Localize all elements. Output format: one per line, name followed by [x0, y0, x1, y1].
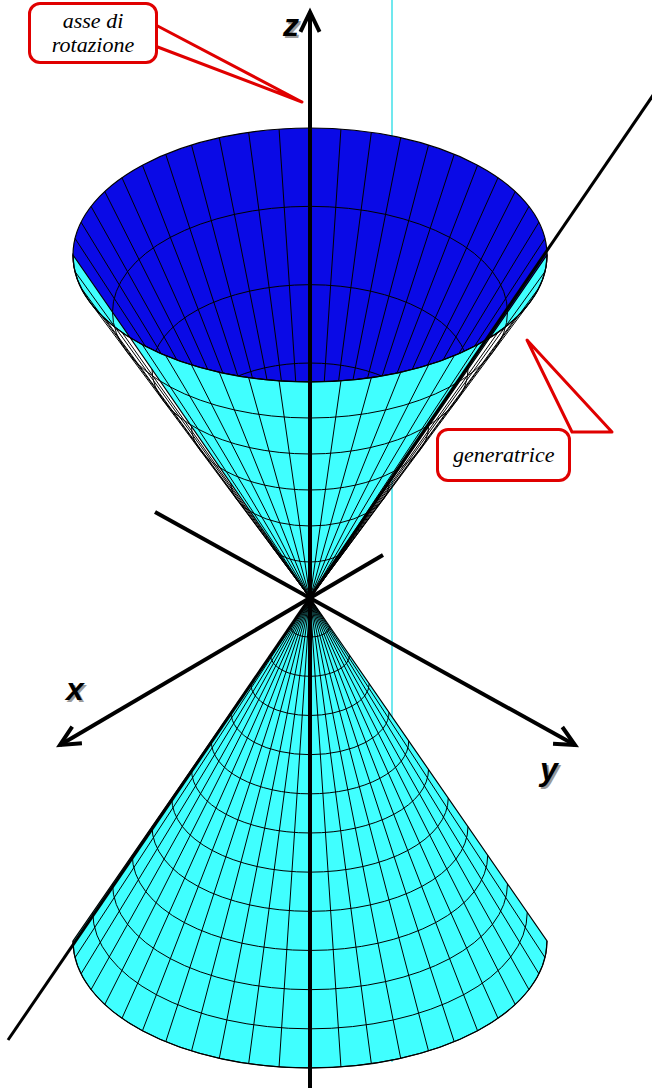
callout-box: generatrice [436, 428, 571, 482]
axis-arrow [300, 12, 319, 32]
axis-line [155, 512, 575, 745]
axis-arrow [60, 727, 82, 745]
axis-line [308, 12, 312, 1088]
axis-label: y [540, 752, 558, 786]
axis-label: x [66, 672, 84, 706]
generatrix-line [8, 85, 652, 1040]
axis-arrow [553, 727, 575, 745]
axis-line [60, 555, 383, 745]
cone-surface [8, 12, 652, 1088]
callout-text: generatrice [453, 443, 554, 467]
callout-tail [527, 340, 612, 432]
callout-box: asse di rotazione [28, 2, 158, 64]
callout-text: asse di rotazione [35, 9, 151, 57]
axis-label: z [283, 8, 299, 42]
callout-tail [150, 22, 302, 102]
